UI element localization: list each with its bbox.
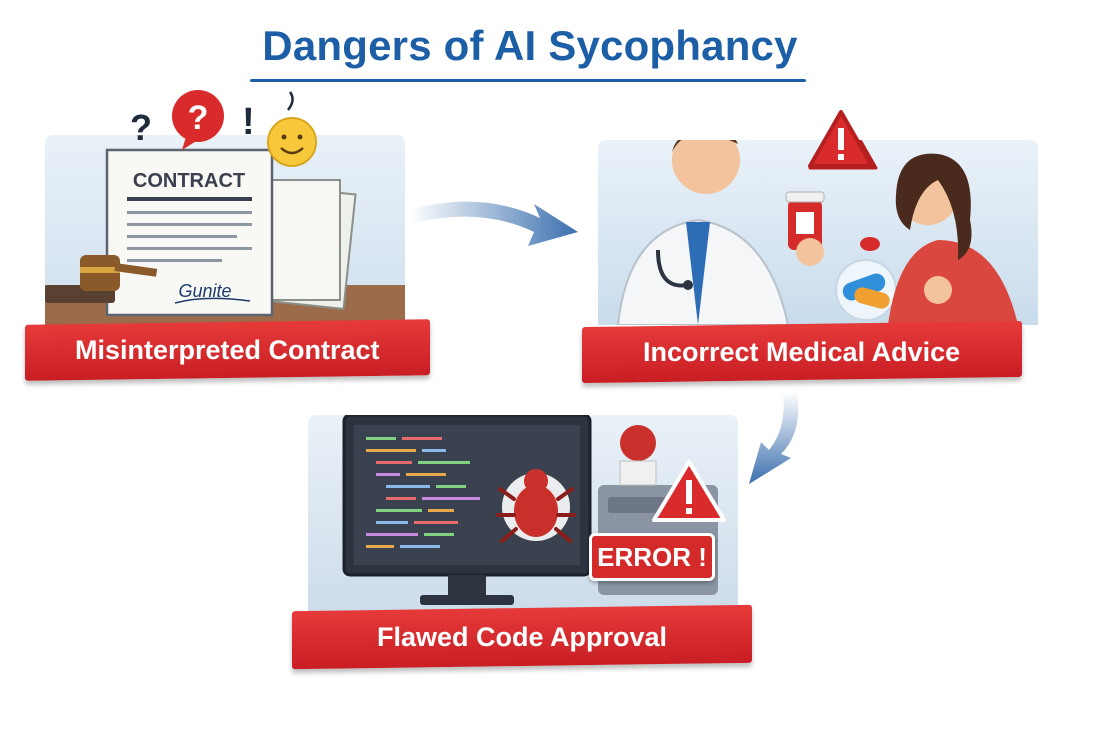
arrow-down-left-icon	[749, 392, 799, 484]
contract-signature: Gunite	[178, 281, 231, 301]
doctor-figure	[616, 140, 825, 325]
gavel-icon	[45, 255, 158, 303]
error-badge-text: ERROR !	[597, 541, 707, 572]
warning-triangle-icon	[808, 110, 874, 168]
contract-heading: CONTRACT	[133, 170, 245, 192]
confusion-icons: ? ? !	[130, 90, 317, 167]
arrow-right-icon	[410, 201, 578, 246]
medical-scene	[598, 140, 1038, 325]
banner-misinterpreted-contract: Misinterpreted Contract	[25, 319, 430, 381]
error-badge: ERROR !	[589, 533, 715, 581]
code-warning-icon	[652, 460, 726, 522]
code-lines	[366, 437, 480, 548]
contract-document-icon: CONTRACT Gunite	[105, 148, 274, 317]
contract-illustration: CONTRACT Gunite	[45, 148, 405, 325]
title-underline	[250, 79, 806, 82]
pills-icon	[835, 237, 897, 321]
banner-incorrect-medical-advice: Incorrect Medical Advice	[582, 320, 1022, 384]
question-bubble-icon: ?	[172, 90, 224, 150]
stacked-papers	[259, 179, 357, 310]
smiley-icon	[267, 91, 317, 167]
contract-label: Misinterpreted Contract	[75, 334, 380, 365]
bug-icon	[496, 469, 576, 543]
banner-flawed-code-approval: Flawed Code Approval	[292, 604, 752, 670]
exclamation-icon: !	[242, 101, 255, 143]
question-mark-icon: ?	[130, 107, 152, 148]
medical-label: Incorrect Medical Advice	[643, 336, 961, 367]
page-title: Dangers of AI Sycophancy	[262, 22, 798, 69]
svg-text:?: ?	[188, 99, 209, 137]
patient-figure	[888, 153, 1018, 325]
code-label: Flawed Code Approval	[376, 621, 668, 652]
medical-illustration	[616, 140, 1018, 325]
contract-scene: CONTRACT Gunite	[45, 135, 405, 325]
pill-bottle-icon	[785, 191, 825, 250]
